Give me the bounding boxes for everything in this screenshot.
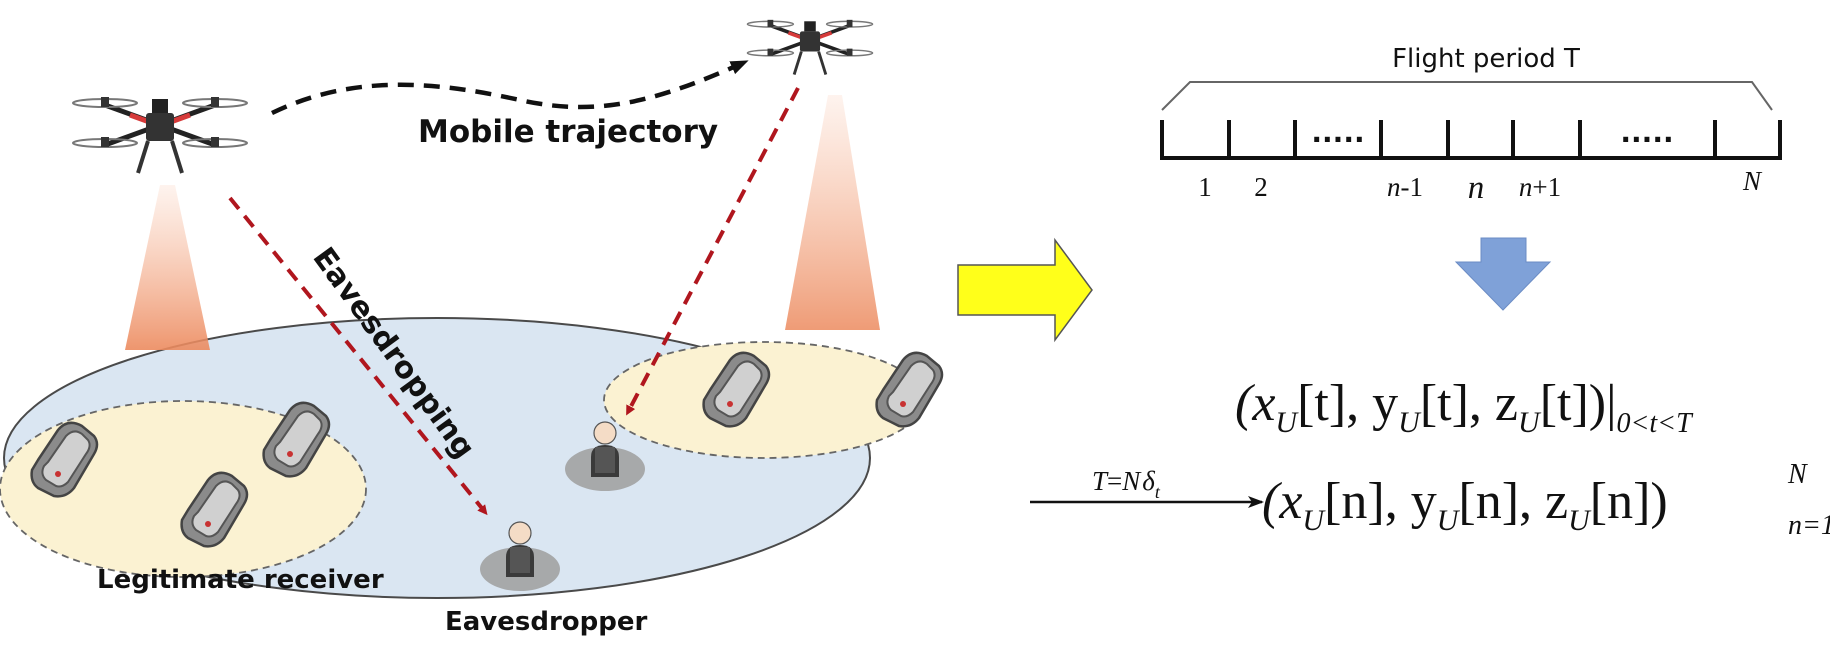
mobile-trajectory-path — [271, 59, 749, 116]
discrete-equation-subscript: n=1 — [1788, 510, 1830, 541]
timeline-dots-right: ..... — [1620, 116, 1673, 149]
eavesdropper-label: Eavesdropper — [445, 607, 648, 637]
discrete-equation-superscript: N — [1787, 459, 1808, 490]
continuous-trajectory-equation: (xU[t], yU[t], zU[t])|0<t<T — [1235, 375, 1694, 439]
tick-label-n-minus-1: n-1 — [1387, 172, 1423, 202]
blue-down-arrow — [1454, 237, 1552, 311]
drone-beam-right — [785, 95, 880, 330]
uav-right — [745, 18, 875, 77]
tick-label-1: 1 — [1198, 172, 1212, 202]
discrete-trajectory-equation: (xU[n], yU[n], zU[n]) — [1262, 473, 1668, 537]
timeline — [1160, 120, 1782, 160]
mobile-trajectory-label: Mobile trajectory — [418, 114, 718, 150]
tick-label-N: N — [1742, 166, 1763, 196]
tick-label-2: 2 — [1254, 172, 1268, 202]
legitimate-receiver-label: Legitimate receiver — [97, 565, 384, 595]
flight-period-brace — [1161, 81, 1773, 111]
flight-period-label: Flight period T — [1392, 44, 1580, 74]
yellow-arrow — [957, 237, 1093, 343]
timeline-dots-left: ..... — [1311, 116, 1364, 149]
tick-label-n-plus-1: n+1 — [1519, 172, 1561, 202]
tick-label-n: n — [1468, 170, 1485, 206]
discretization-label: T=Nδt — [1092, 466, 1161, 502]
uav-left — [73, 97, 247, 173]
drone-beam-left — [125, 185, 210, 350]
eavesdropping-link-right — [626, 87, 800, 416]
